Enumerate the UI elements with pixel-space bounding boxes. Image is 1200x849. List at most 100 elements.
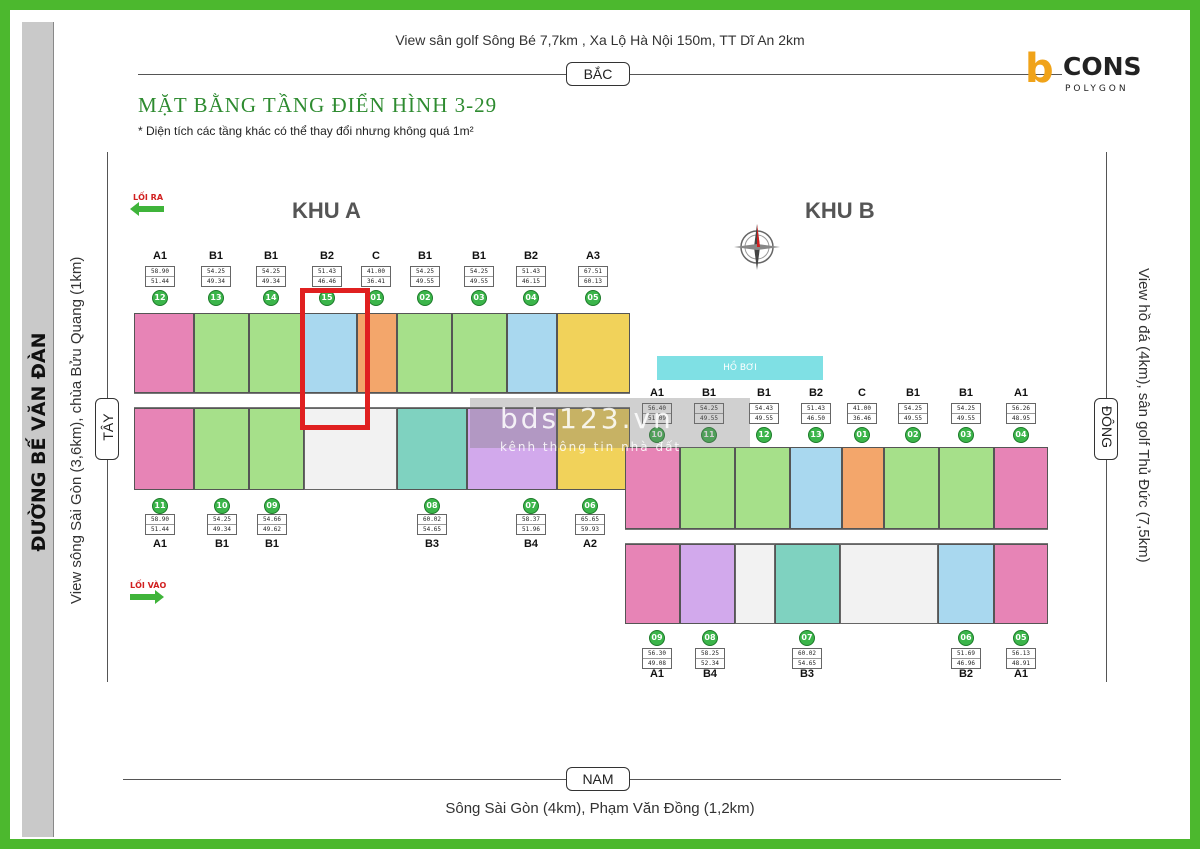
area-net: 54.65 xyxy=(797,660,817,667)
area-gross: 58.90 xyxy=(146,515,174,525)
area-net: 51.09 xyxy=(647,415,667,422)
watermark-text: bds123.vn xyxy=(500,402,674,435)
unit-type-label: B3 xyxy=(799,668,815,680)
unit-type-label: B4 xyxy=(702,668,718,680)
unit-a-04-plan xyxy=(507,313,557,393)
unit-b-10-plan xyxy=(625,447,680,529)
area-net: 36.41 xyxy=(366,278,386,285)
plan-title: MẶT BẰNG TẦNG ĐIỂN HÌNH 3-29 xyxy=(138,93,498,117)
unit-type-label: B3 xyxy=(424,538,440,550)
area-gross: 41.00 xyxy=(848,404,876,414)
logo-mark: b xyxy=(1025,46,1054,92)
unit-number-badge: 01 xyxy=(368,290,384,306)
unit-number-badge: 05 xyxy=(585,290,601,306)
south-view-text: Sông Sài Gòn (4km), Phạm Văn Đồng (1,2km… xyxy=(445,800,755,817)
area-gross: 54.25 xyxy=(411,267,439,277)
unit-number-badge: 11 xyxy=(701,427,717,443)
unit-number-badge: 12 xyxy=(152,290,168,306)
khu-b-corridor xyxy=(625,529,1048,544)
unit-type-label: A2 xyxy=(582,538,598,550)
unit-a-15-plan xyxy=(304,313,357,393)
exit-label: LỐI RA xyxy=(133,193,164,202)
unit-number-badge: 11 xyxy=(152,498,168,514)
unit-number-badge: 05 xyxy=(1013,630,1029,646)
khu-a-corridor xyxy=(134,393,630,408)
unit-number-badge: 09 xyxy=(264,498,280,514)
selected-unit-highlight xyxy=(300,288,370,430)
unit-type-label: B2 xyxy=(808,387,824,399)
area-gross: 54.25 xyxy=(695,404,723,414)
unit-type-label: C xyxy=(372,250,380,262)
exit-arrow-icon xyxy=(130,202,164,216)
unit-number-badge: 06 xyxy=(582,498,598,514)
unit-number-badge: 04 xyxy=(523,290,539,306)
west-label: TÂY xyxy=(95,398,119,460)
unit-number-badge: 04 xyxy=(1013,427,1029,443)
unit-b-02-plan xyxy=(884,447,939,529)
area-gross: 54.66 xyxy=(258,515,286,525)
area-gross: 56.40 xyxy=(643,404,671,414)
unit-type-label: A3 xyxy=(585,250,601,262)
unit-type-label: B1 xyxy=(958,387,974,399)
area-net: 46.50 xyxy=(806,415,826,422)
area-gross: 65.65 xyxy=(576,515,604,525)
area-net: 51.96 xyxy=(521,526,541,533)
area-gross: 51.43 xyxy=(802,404,830,414)
khu-a-label: KHU A xyxy=(292,198,361,223)
unit-number-badge: 03 xyxy=(958,427,974,443)
area-net: 49.34 xyxy=(206,278,226,285)
unit-number-badge: 10 xyxy=(214,498,230,514)
unit-type-label: B1 xyxy=(263,250,279,262)
unit-b-08-plan xyxy=(680,544,735,624)
unit-number-badge: 13 xyxy=(808,427,824,443)
logo-name: CONS xyxy=(1063,52,1142,81)
unit-number-badge: 13 xyxy=(208,290,224,306)
unit-a-09-plan xyxy=(249,408,304,490)
east-view-text: View hồ đá (4km), sân golf Thủ Đức (7,5k… xyxy=(1135,268,1152,563)
unit-number-badge: 14 xyxy=(263,290,279,306)
unit-b-13-plan xyxy=(790,447,842,529)
north-label: BẮC xyxy=(566,62,630,86)
area-gross: 54.25 xyxy=(257,267,285,277)
compass-rose-icon xyxy=(734,224,780,270)
area-net: 51.44 xyxy=(150,526,170,533)
area-net: 49.55 xyxy=(469,278,489,285)
unit-type-label: B1 xyxy=(756,387,772,399)
unit-type-label: A1 xyxy=(152,250,168,262)
street-strip: ĐƯỜNG BẾ VĂN ĐÀN xyxy=(22,22,54,837)
unit-type-label: B1 xyxy=(471,250,487,262)
north-view-text: View sân golf Sông Bé 7,7km , Xa Lộ Hà N… xyxy=(395,32,805,48)
area-net: 54.65 xyxy=(422,526,442,533)
area-net: 49.55 xyxy=(415,278,435,285)
unit-type-label: A1 xyxy=(152,538,168,550)
unit-number-badge: 09 xyxy=(649,630,665,646)
unit-type-label: C xyxy=(858,387,866,399)
area-net: 49.55 xyxy=(956,415,976,422)
area-net: 36.46 xyxy=(852,415,872,422)
unit-b-06-plan xyxy=(938,544,994,624)
unit-number-badge: 08 xyxy=(424,498,440,514)
area-net: 51.44 xyxy=(150,278,170,285)
unit-a-14-plan xyxy=(249,313,304,393)
watermark-subtext: kênh thông tin nhà đất xyxy=(500,440,682,454)
entry-label: LỐI VÀO xyxy=(130,581,167,590)
unit-a-11-plan xyxy=(134,408,194,490)
unit-b-01-plan xyxy=(842,447,884,529)
area-gross: 41.00 xyxy=(362,267,390,277)
